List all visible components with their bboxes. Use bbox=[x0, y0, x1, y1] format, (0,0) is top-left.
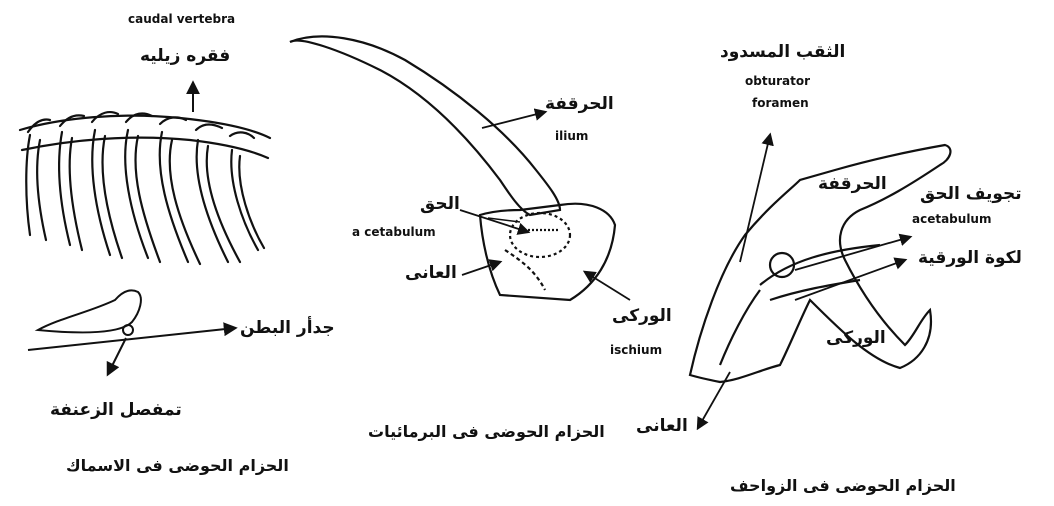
amphibian-pubis-label: العانى bbox=[405, 265, 457, 282]
reptile-ischium-label: الوركى bbox=[826, 330, 886, 347]
reptile-acetabulum-en-label: acetabulum bbox=[912, 213, 991, 225]
reptile-acetabulum-ar-label: تجويف الحق bbox=[920, 186, 1022, 203]
reptile-obturator-ar-label: الثقب المسدود bbox=[720, 44, 845, 61]
caudal-vertebra-en-label: caudal vertebra bbox=[128, 13, 235, 25]
vertebra-spines bbox=[26, 130, 264, 264]
reptile-ilium-label: الحرقفة bbox=[818, 176, 887, 193]
caudal-vertebra-ar-label: فقره زيليه bbox=[140, 48, 230, 65]
abdominal-wall-label: جدأر البطن bbox=[240, 320, 335, 337]
amphibian-caption: الحزام الحوضى فى البرمائيات bbox=[368, 424, 605, 440]
amphibian-girdle bbox=[290, 36, 615, 300]
amphibian-acetabulum-en-label: a cetabulum bbox=[352, 226, 436, 238]
amphibian-ischium-ar-label: الوركى bbox=[612, 308, 672, 325]
reptile-obturator-en-label-2: foramen bbox=[752, 97, 809, 109]
amphibian-acetabulum-ar-label: الحق bbox=[420, 196, 460, 213]
fish-caption: الحزام الحوضى فى الاسماك bbox=[66, 458, 289, 474]
amphibian-ilium-en-label: ilium bbox=[555, 130, 588, 142]
amphibian-ilium-ar-label: الحرقفة bbox=[545, 96, 614, 113]
fish-pelvic-bone bbox=[28, 290, 235, 374]
fin-joint-label: تمفصل الزعنفة bbox=[50, 402, 182, 419]
reptile-obturator-en-label-1: obturator bbox=[745, 75, 810, 87]
reptile-pubis-label: العانى bbox=[636, 418, 688, 435]
amphibian-ischium-en-label: ischium bbox=[610, 344, 662, 356]
reptile-foramen-label: لكوة الورقية bbox=[918, 250, 1022, 267]
fish-vertebral-column bbox=[20, 112, 270, 264]
reptile-caption: الحزام الحوضى فى الزواحف bbox=[730, 478, 956, 494]
